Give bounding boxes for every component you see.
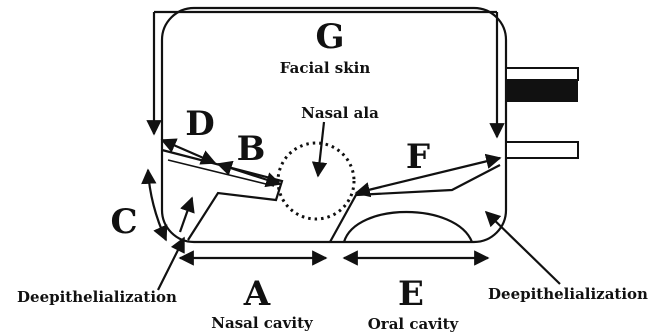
label-a: A [243,274,271,314]
caption-deepith-left: Deepithelialization [17,288,177,306]
label-e: E [398,274,424,314]
caption-nasal-ala: Nasal ala [301,104,379,122]
nasal-ala-circle [278,143,354,219]
skin-flap-stubs [506,68,578,158]
label-d: D [185,104,214,144]
nasal-ala-pointer [318,122,324,176]
deepith-left-pointer-1 [158,238,184,290]
deepith-right-pointer [486,212,560,284]
label-b: B [237,129,266,169]
label-g: G [315,17,344,57]
caption-facial-skin: Facial skin [280,59,371,77]
label-f: F [406,137,430,177]
label-c: C [110,202,137,242]
caption-oral-cavity: Oral cavity [368,315,460,333]
oral-cavity-dome [344,212,472,242]
caption-nasal-cavity: Nasal cavity [211,314,314,332]
caption-deepith-right: Deepithelialization [488,285,648,303]
arrow-c [148,170,166,240]
deepith-left-pointer-2 [180,198,192,232]
